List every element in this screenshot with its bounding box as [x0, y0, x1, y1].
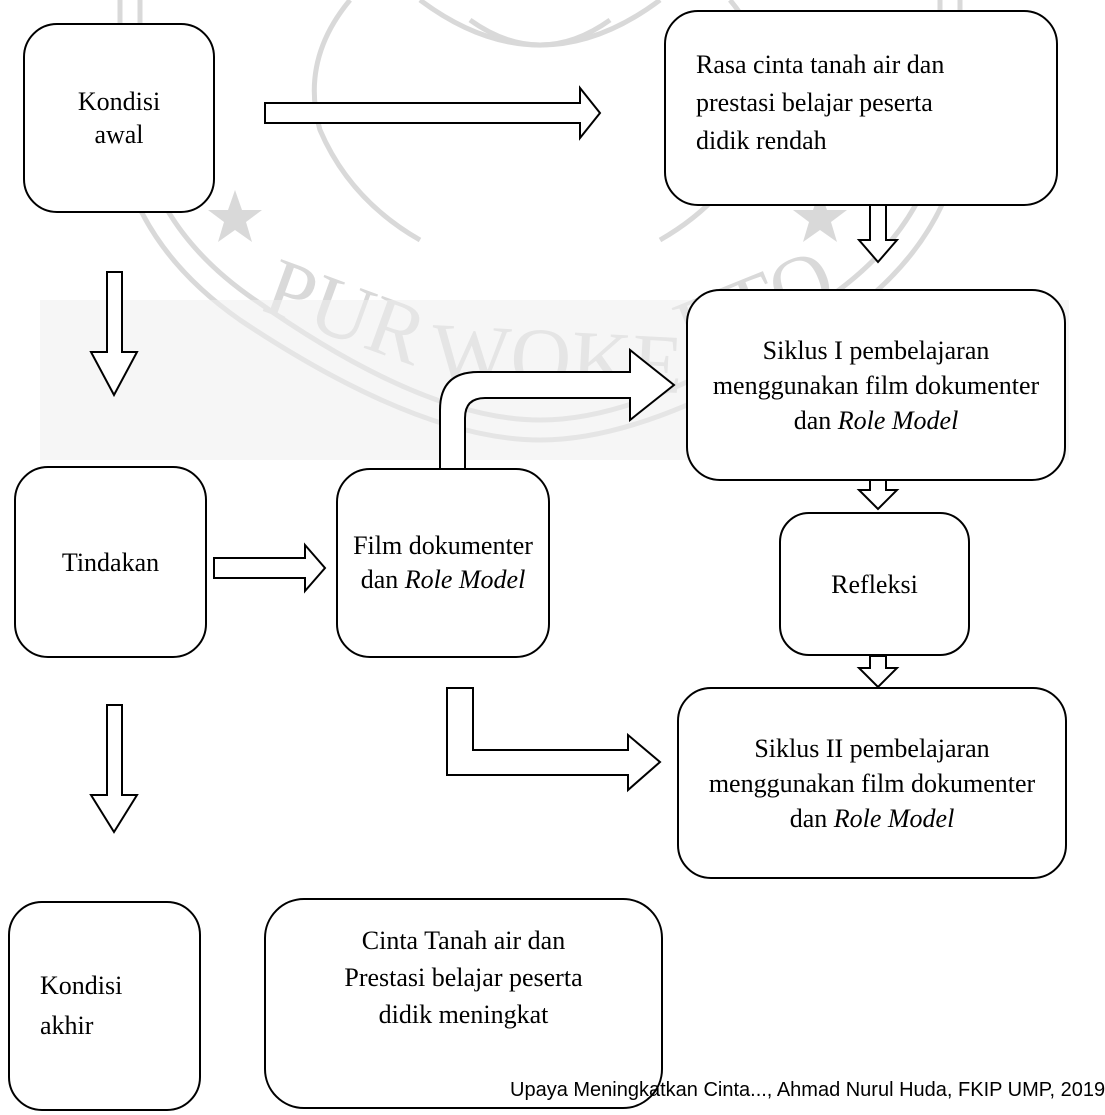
- node-film: Film dokumenter dan Role Model: [336, 468, 550, 658]
- node-text-italic: Role Model: [404, 565, 526, 594]
- node-text: awal: [94, 120, 144, 149]
- node-kondisi-awal: Kondisi awal: [23, 23, 215, 213]
- node-text: Siklus II pembelajaran menggunakan film …: [708, 733, 1036, 833]
- node-text: Kondisi: [77, 87, 161, 116]
- node-text: akhir: [40, 1011, 94, 1040]
- node-text: Kondisi: [40, 971, 123, 1000]
- node-tindakan: Tindakan: [14, 466, 207, 658]
- node-text: didik meningkat: [378, 1000, 549, 1029]
- node-rasa-cinta: Rasa cinta tanah air dan prestasi belaja…: [664, 10, 1058, 206]
- node-text: Siklus I pembelajaran menggunakan film d…: [712, 335, 1040, 435]
- node-cinta-meningkat: Cinta Tanah air dan Prestasi belajar pes…: [264, 898, 663, 1109]
- node-text: Refleksi: [831, 569, 918, 599]
- footer-citation: Upaya Meningkatkan Cinta..., Ahmad Nurul…: [510, 1079, 1105, 1101]
- node-kondisi-akhir: Kondisi akhir: [8, 901, 201, 1111]
- node-text-italic: Role Model: [837, 405, 959, 435]
- node-refleksi: Refleksi: [779, 512, 970, 656]
- node-text: Tindakan: [61, 547, 160, 577]
- diagram: PUR WOKE RTO: [8, 0, 1105, 1111]
- node-text: Prestasi belajar peserta: [344, 963, 583, 992]
- node-text-italic: Role Model: [833, 803, 955, 833]
- node-text: didik rendah: [696, 126, 827, 155]
- node-text: Rasa cinta tanah air dan: [696, 50, 945, 79]
- node-siklus-1: Siklus I pembelajaran menggunakan film d…: [686, 289, 1066, 481]
- node-siklus-2: Siklus II pembelajaran menggunakan film …: [677, 687, 1067, 879]
- node-text: Film dokumenter dan: [353, 531, 533, 594]
- node-text: Cinta Tanah air dan: [361, 926, 566, 955]
- node-text: prestasi belajar peserta: [696, 88, 933, 117]
